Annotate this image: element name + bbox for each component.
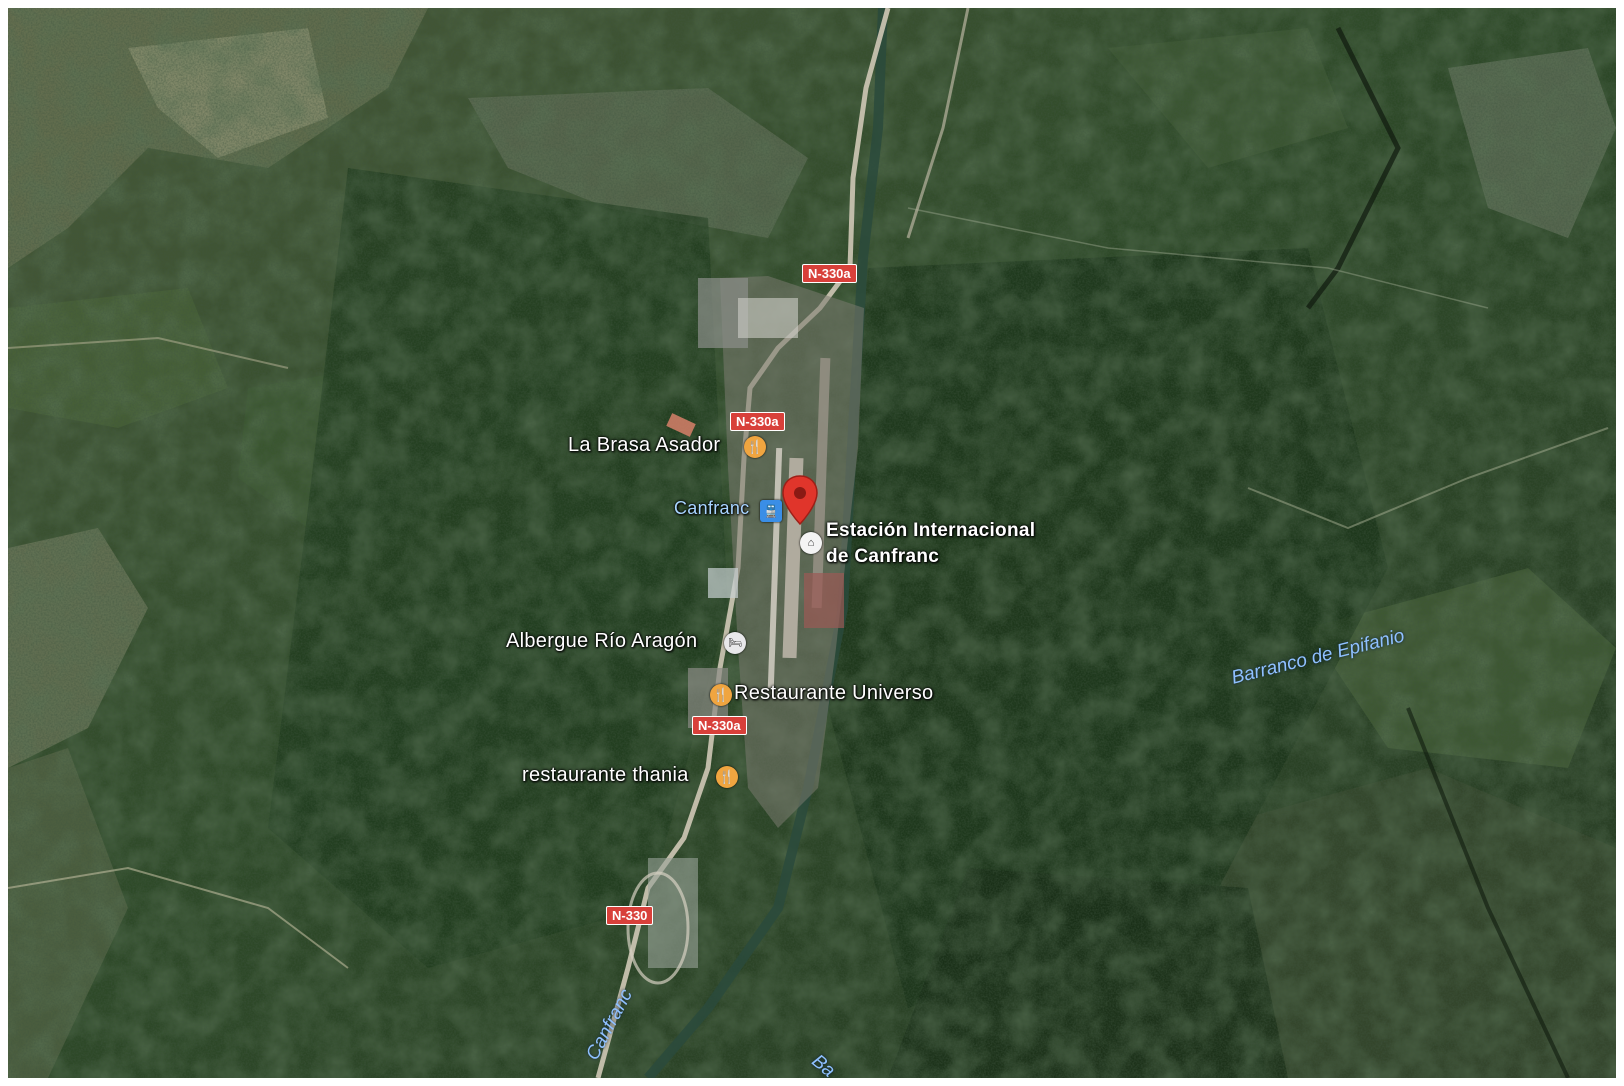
restaurant-icon[interactable]: 🍴 — [716, 766, 738, 788]
selected-place-label[interactable]: Estación Internacional de Canfranc — [826, 518, 1035, 570]
place-label-restaurante-thania[interactable]: restaurante thania — [522, 764, 689, 786]
place-label-restaurante-universo[interactable]: Restaurante Universo — [734, 682, 934, 704]
selected-place-name-line2: de Canfranc — [826, 546, 940, 567]
road-shield: N-330 — [606, 906, 654, 925]
train-station-icon[interactable]: 🚆 — [760, 500, 782, 522]
place-label-albergue-rio-aragon[interactable]: Albergue Río Aragón — [506, 630, 698, 652]
restaurant-icon[interactable]: 🍴 — [710, 684, 732, 706]
road-shield: N-330a — [802, 264, 857, 283]
lodging-icon[interactable]: 🛏 — [724, 632, 746, 654]
landmark-icon[interactable]: ⌂ — [800, 532, 822, 554]
road-shield: N-330a — [730, 412, 785, 431]
satellite-map[interactable]: N-330a N-330a N-330a N-330 ⌂ Estación In… — [8, 8, 1616, 1078]
restaurant-icon[interactable]: 🍴 — [744, 436, 766, 458]
map-pin-icon[interactable] — [780, 474, 820, 526]
selected-place-name-line1: Estación Internacional — [826, 520, 1036, 541]
road-shield: N-330a — [692, 716, 747, 735]
place-label-canfranc-station[interactable]: Canfranc — [674, 498, 750, 518]
terrain-imagery — [8, 8, 1616, 1078]
place-label-la-brasa-asador[interactable]: La Brasa Asador — [568, 434, 721, 456]
